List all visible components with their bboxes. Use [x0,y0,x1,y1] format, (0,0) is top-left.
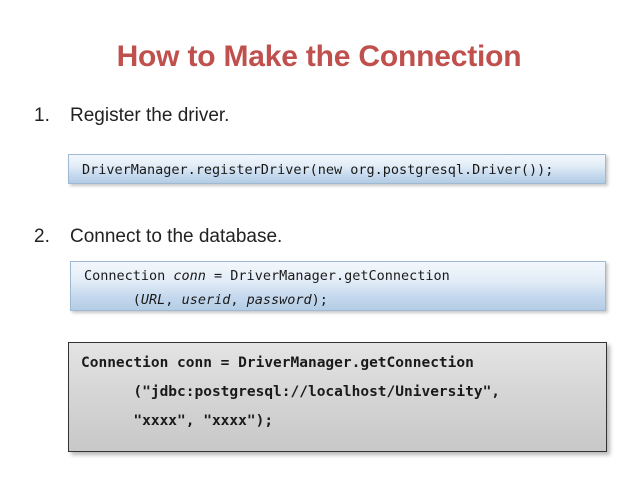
list-item-label: Register the driver. [70,105,230,126]
list-item-marker: 1. [34,105,50,126]
code-placeholder-token: conn [173,268,206,284]
code-line: ("jdbc:postgresql://localhost/University… [81,378,606,407]
list-item-label: Connect to the database. [70,226,283,247]
code-line: DriverManager.registerDriver(new org.pos… [82,158,605,182]
code-block-get-connection-example: Connection conn = DriverManager.getConne… [68,342,607,452]
code-block-register-driver: DriverManager.registerDriver(new org.pos… [68,154,606,184]
code-line: (URL, userid, password); [84,288,605,312]
code-token: ( [84,292,141,308]
code-token: Connection conn = DriverManager.getConne… [81,355,474,371]
list-item: 2. Connect to the database. [34,226,282,248]
code-token: ); [311,292,328,308]
code-line: "xxxx", "xxxx"); [81,407,606,436]
code-token: , [230,292,247,308]
code-line: Connection conn = DriverManager.getConne… [81,349,606,378]
page-title: How to Make the Connection [116,40,522,73]
code-token: "xxxx", "xxxx"); [81,413,274,429]
code-token: Connection [84,268,174,284]
code-placeholder-token: URL [140,292,166,308]
code-token: , [165,292,182,308]
code-token: DriverManager.registerDriver(new org.pos… [82,162,554,178]
list-item-marker: 2. [34,226,50,247]
list-item: 1. Register the driver. [34,105,229,127]
code-token: = DriverManager.getConnection [205,268,450,284]
code-placeholder-token: userid [181,292,231,308]
code-token: ("jdbc:postgresql://localhost/University… [81,384,501,400]
code-block-get-connection-generic: Connection conn = DriverManager.getConne… [70,261,606,311]
code-placeholder-token: password [246,292,312,308]
code-line: Connection conn = DriverManager.getConne… [84,264,605,288]
